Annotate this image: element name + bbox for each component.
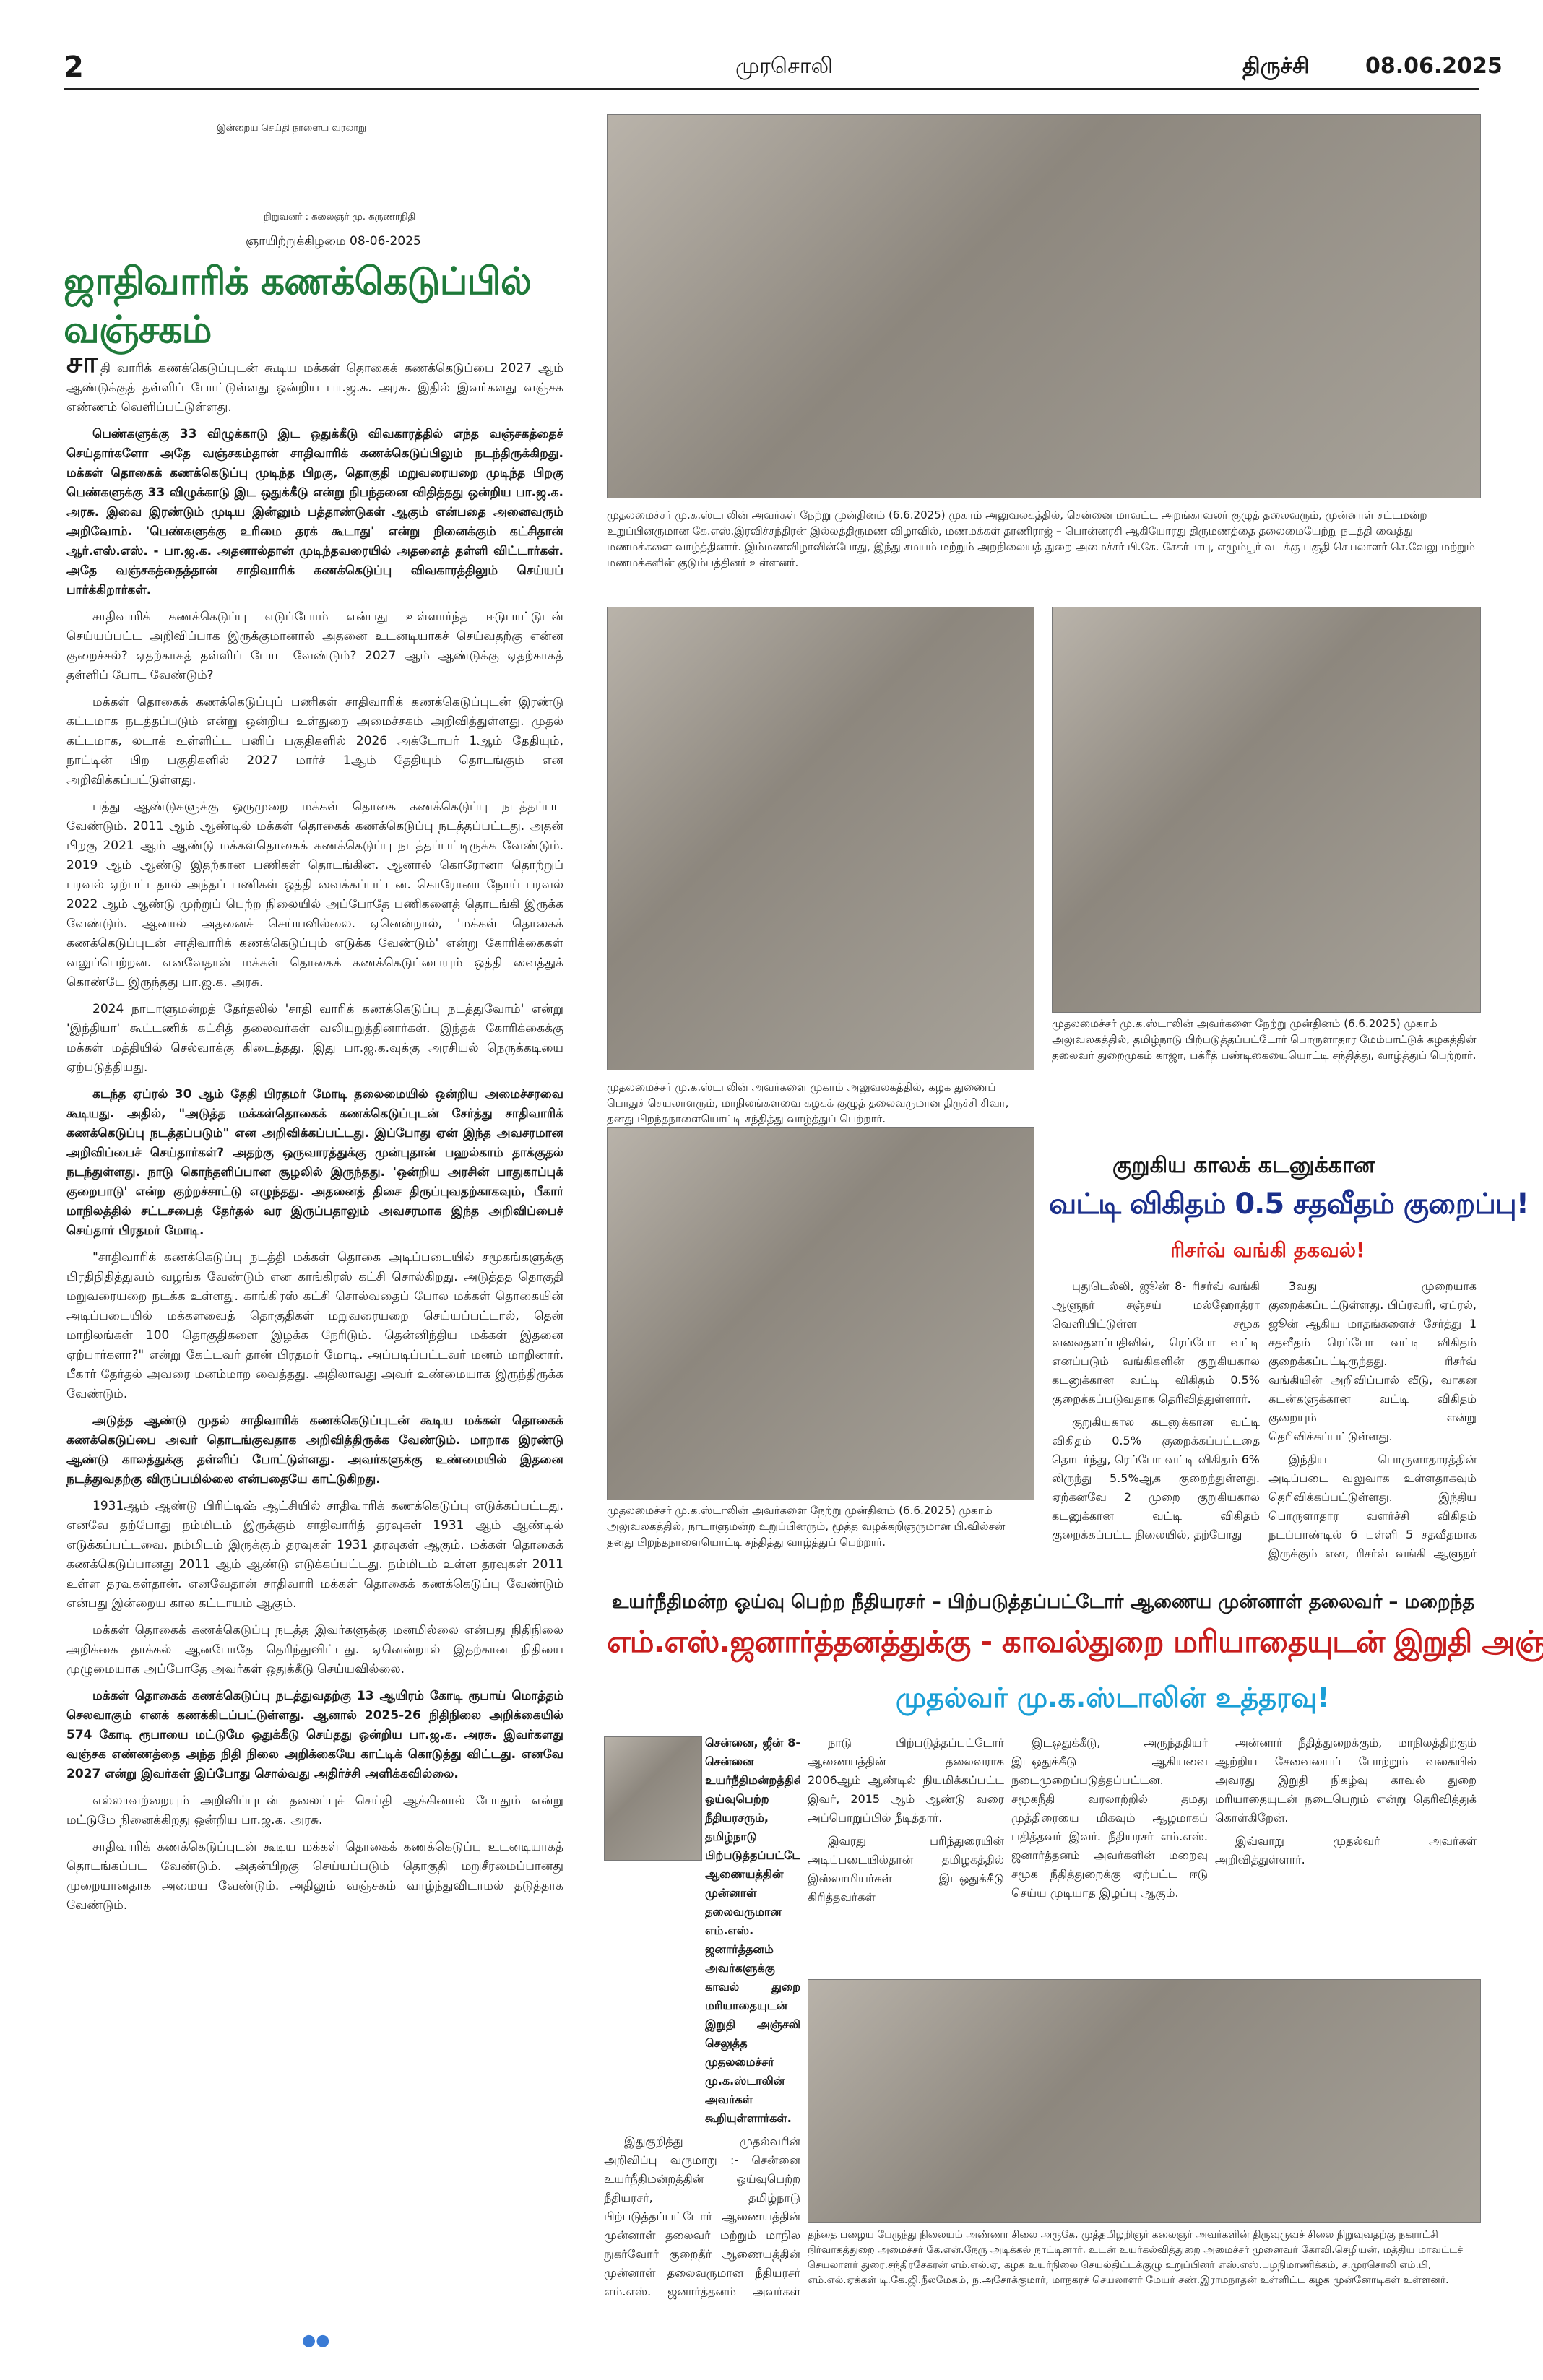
edition-city: திருச்சி [1242,53,1310,79]
editorial-paragraph: மக்கள் தொகைக் கணக்கெடுப்பு நடத்துவதற்கு … [66,1689,563,1781]
janarthanam-kicker: உயர்நீதிமன்ற ஓய்வு பெற்ற நீதியரசர் – பிற… [611,1591,1475,1613]
editorial-paragraph: "சாதிவாரிக் கணக்கெடுப்பு நடத்தி மக்கள் த… [66,1250,563,1401]
page-number: 2 [64,51,84,84]
issue-date: 08.06.2025 [1365,53,1503,79]
wedding-photo-caption: முதலமைச்சர் மு.க.ஸ்டாலின் அவர்கள் நேற்று… [607,509,1475,569]
paper-name: முரசொலி [735,53,833,79]
rbi-column-1: புதுடெல்லி, ஜூன் 8- ரிசர்வ் வங்கி ஆளுநர்… [1052,1277,1260,1566]
janarthanam-paragraph: இவ்வாறு முதல்வர் அவர்கள் அறிவித்துள்ளார்… [1215,1834,1477,1866]
janarthanam-column-1: சென்னை, ஜீன் 8- சென்னை உயர்நீதிமன்றத்தின… [604,1734,800,2304]
kaja-photo-caption: முதலமைச்சர் மு.க.ஸ்டாலின் அவர்களை நேற்று… [1052,1017,1477,1062]
janarthanam-paragraph: இதுகுறித்து முதல்வரின் அறிவிப்பு வருமாறு… [604,2134,800,2304]
wedding-photo [607,114,1481,498]
tagline: இன்றைய செய்தி நாளைய வரலாறு [217,123,366,134]
editorial-paragraph: மக்கள் தொகைக் கணக்கெடுப்பு நடத்த இவர்களு… [66,1623,563,1676]
rbi-headline: வட்டி விகிதம் 0.5 சதவீதம் குறைப்பு! [1049,1187,1529,1221]
rbi-paragraph: புதுடெல்லி, ஜூன் 8- ரிசர்வ் வங்கி ஆளுநர்… [1052,1279,1260,1406]
editorial-paragraph: 2024 நாடாளுமன்றத் தேர்தலில் 'சாதி வாரிக்… [66,1002,563,1075]
editorial-body: சாதி வாரிக் கணக்கெடுப்புடன் கூடிய மக்கள்… [66,352,563,2324]
editorial-paragraph: சாதிவாரிக் கணக்கெடுப்பு எடுப்போம் என்பது… [66,610,563,683]
founder-line: நிறுவனர் : கலைஞர் மு. கருணாநிதி [264,212,416,222]
statue-foundation-caption: தந்தை பழைய பேருந்து நிலையம் அண்ணா சிலை அ… [808,2229,1463,2286]
editorial-paragraph: அடுத்த ஆண்டு முதல் சாதிவாரிக் கணக்கெடுப்… [66,1414,563,1487]
rbi-subhead: ரிசர்வ் வங்கி தகவல்! [1170,1238,1365,1262]
janarthanam-portrait [604,1736,702,1861]
siva-photo-caption: முதலமைச்சர் மு.க.ஸ்டாலின் அவர்களை முகாம்… [607,1081,1009,1125]
rbi-paragraph: 3வது முறையாக குறைக்கப்பட்டுள்ளது. பிப்ரவ… [1268,1279,1477,1443]
editorial-paragraph: கடந்த ஏப்ரல் 30 ஆம் தேதி பிரதமர் மோடி தல… [66,1087,563,1238]
drop-cap: சா [66,352,98,379]
janarthanam-paragraph: அன்னார் நீதித்துறைக்கும், மாநிலத்திற்கும… [1215,1736,1477,1825]
editorial-paragraph: 1931ஆம் ஆண்டு பிரிட்டிஷ் ஆட்சியில் சாதிவ… [66,1499,563,1611]
janarthanam-paragraph: இடஒதுக்கீடு, அருந்ததியர் இடஒதுக்கீடு ஆகி… [1011,1736,1208,1900]
editorial-paragraph: சாதி வாரிக் கணக்கெடுப்புடன் கூடிய மக்கள்… [66,352,563,417]
rbi-kicker: குறுகிய காலக் கடனுக்கான [1112,1153,1375,1178]
editorial-day-date: ஞாயிற்றுக்கிழமை 08-06-2025 [246,234,421,248]
editorial-paragraph: மக்கள் தொகைக் கணக்கெடுப்புப் பணிகள் சாதி… [66,695,563,787]
kaja-photo [1052,607,1481,1013]
editorial-title: ஜாதிவாரிக் கணக்கெடுப்பில் வஞ்சகம் [64,260,532,352]
editorial-paragraph: பத்து ஆண்டுகளுக்கு ஒருமுறை மக்கள் தொகை க… [66,800,563,990]
editorial-paragraph: சாதிவாரிக் கணக்கெடுப்புடன் கூடிய மக்கள் … [66,1840,563,1913]
continuation-dots: ●● [302,2332,330,2350]
wilson-photo-caption: முதலமைச்சர் மு.க.ஸ்டாலின் அவர்களை நேற்று… [607,1504,1006,1549]
editorial-paragraph: பெண்களுக்கு 33 விழுக்காடு இட ஒதுக்கீடு வ… [66,427,563,597]
siva-photo [607,607,1034,1070]
wilson-photo [607,1127,1034,1500]
masthead-rule [64,88,1479,90]
janarthanam-paragraph: நாடு பிற்படுத்தப்பட்டோர் ஆணையத்தின் தலைவ… [808,1736,1004,1825]
janarthanam-lead: சென்னை, ஜீன் 8- சென்னை உயர்நீதிமன்றத்தின… [705,1736,800,2125]
rbi-paragraph: குறுகியகால கடனுக்கான வட்டி விகிதம் 0.5% … [1052,1415,1260,1541]
janarthanam-column-4: அன்னார் நீதித்துறைக்கும், மாநிலத்திற்கும… [1215,1734,1477,1972]
rbi-column-2: 3வது முறையாக குறைக்கப்பட்டுள்ளது. பிப்ரவ… [1268,1277,1477,1566]
statue-foundation-photo [808,1979,1481,2223]
janarthanam-headline: எம்.எஸ்.ஜனார்த்தனத்துக்கு - காவல்துறை மர… [607,1624,1543,1659]
editorial-paragraph: எல்லாவற்றையும் அறிவிப்புடன் தலைப்புச் செ… [66,1793,563,1827]
janarthanam-subhead: முதல்வர் மு.க.ஸ்டாலின் உத்தரவு! [896,1682,1330,1713]
rbi-paragraph: இந்திய பொருளாதாரத்தின் அடிப்படை வலுவாக உ… [1268,1453,1477,1566]
janarthanam-column-2: நாடு பிற்படுத்தப்பட்டோர் ஆணையத்தின் தலைவ… [808,1734,1004,1972]
janarthanam-column-3: இடஒதுக்கீடு, அருந்ததியர் இடஒதுக்கீடு ஆகி… [1011,1734,1208,1972]
janarthanam-paragraph: இவரது பரிந்துரையின் அடிப்படையில்தான் தமி… [808,1834,1004,1904]
